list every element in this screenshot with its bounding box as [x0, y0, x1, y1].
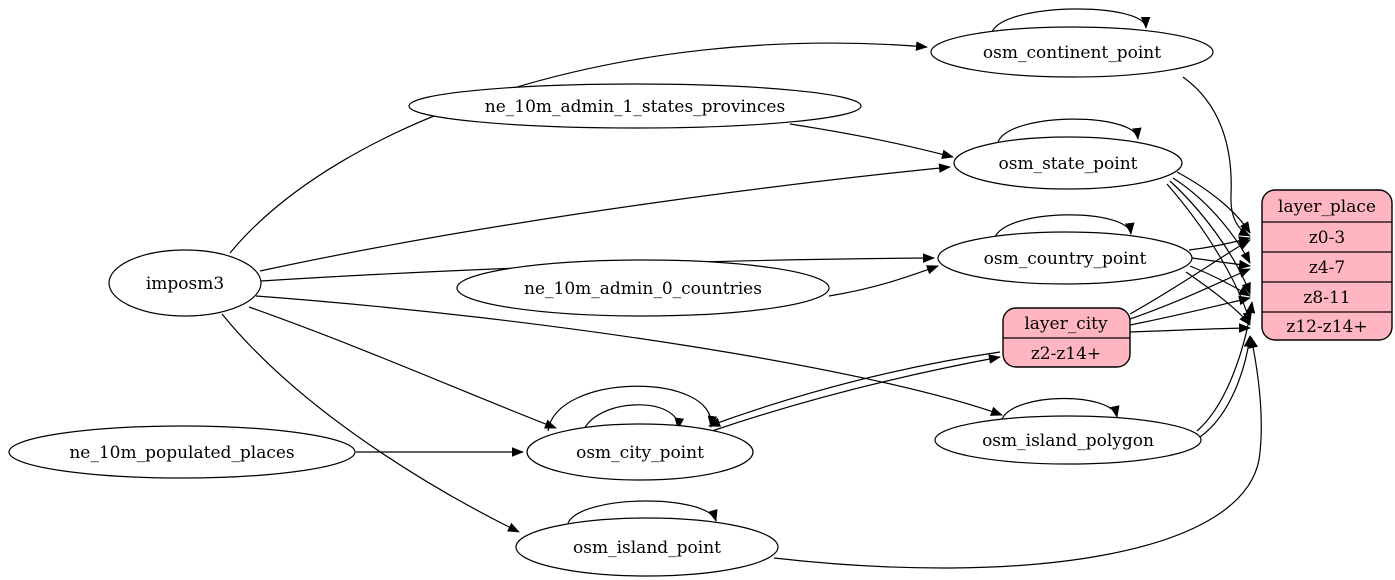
node-imposm3: imposm3 [108, 249, 262, 317]
node-osm_state_point: osm_state_point [953, 136, 1183, 190]
edge-osm_state_point-layer_place-z4-7 [1172, 177, 1251, 264]
ne_10m_populated_places-ellipse [8, 425, 356, 479]
edge-ne_10m_admin_0_countries-osm_country_point [828, 265, 939, 297]
osm_island_polygon-ellipse [934, 415, 1202, 465]
self-loop-osm_island_point [567, 500, 718, 524]
osm_state_point-ellipse [953, 136, 1183, 190]
edge-osm_island_polygon-layer_place-z12-z14 [1199, 335, 1254, 438]
osm_country_point-ellipse [937, 231, 1193, 285]
ne_10m_admin_0_countries-label: ne_10m_admin_0_countries [524, 279, 762, 299]
edge-osm_country_point-layer_place-z8-11 [1189, 265, 1251, 297]
node-ne_10m_admin_0_countries: ne_10m_admin_0_countries [456, 259, 830, 317]
node-osm_country_point: osm_country_point [937, 231, 1193, 285]
node-osm_island_point: osm_island_point [515, 517, 779, 577]
edge-osm_island_point-layer_place-z12-z14 [773, 336, 1262, 569]
edge-osm_country_point-layer_place-z12-z14 [1185, 271, 1251, 326]
osm_island_point-ellipse [515, 517, 779, 577]
edge-layer_city-osm_city_point [708, 351, 1001, 427]
edge-layer_city-layer_place-z12-z14 [1129, 323, 1251, 333]
osm_island_polygon-label: osm_island_polygon [982, 431, 1154, 451]
edge-imposm3-osm_continent_point [229, 41, 928, 254]
edge-osm_state_point-layer_place-z0-3 [1176, 171, 1251, 234]
self-loop-osm_country_point [994, 214, 1135, 238]
osm_country_point-label: osm_country_point [984, 249, 1147, 269]
edge-osm_continent_point-layer_place-z0-3 [1182, 76, 1251, 237]
edge-layer_city-layer_place-z8-11 [1129, 295, 1251, 326]
imposm3-ellipse [108, 249, 262, 317]
edge-osm_state_point-layer_place-z8-11 [1169, 180, 1251, 295]
imposm3-label: imposm3 [146, 274, 224, 294]
layer_city-title: layer_city [1024, 314, 1108, 334]
osm_state_point-label: osm_state_point [999, 154, 1138, 174]
ne_10m_admin_1_states_provinces-label: ne_10m_admin_1_states_provinces [485, 97, 785, 117]
self-loop-osm_island_polygon [1001, 397, 1120, 420]
edge-osm_city_point-layer_city [711, 354, 1001, 432]
edge-imposm3-osm_state_point [259, 163, 951, 272]
osm_continent_point-label: osm_continent_point [983, 43, 1161, 63]
osm_city_point-label: osm_city_point [576, 443, 704, 463]
self-loop-osm_continent_point [991, 8, 1151, 33]
edge-imposm3-osm_city_point [248, 306, 557, 429]
edge-layer_city-layer_place-z4-7 [1129, 268, 1251, 320]
record-layer_city: layer_city z2-z14+ [1002, 307, 1131, 368]
self-loop-osm_city_point-outer [547, 385, 718, 432]
osm_city_point-ellipse [526, 423, 754, 481]
node-osm_city_point: osm_city_point [526, 423, 754, 481]
layer_place-box [1261, 189, 1393, 341]
edge-osm_country_point-layer_place-z0-3 [1188, 236, 1251, 251]
self-loop-osm_city_point-inner [581, 404, 685, 435]
edge-imposm3-osm_island_point [221, 313, 520, 533]
edge-osm_country_point-layer_place-z4-7 [1191, 257, 1251, 270]
edge-layer_city-layer_place-z0-3 [1129, 239, 1251, 315]
self-loop-osm_state_point [997, 118, 1142, 143]
layer_place-title: layer_place [1278, 197, 1376, 217]
layer_city-row-z2-z14: z2-z14+ [1031, 344, 1101, 364]
edge-osm_island_polygon-layer_place-z8-11 [1196, 301, 1256, 432]
edge-ne_10m_admin_1_states_provinces-osm_state_point [789, 123, 954, 159]
node-ne_10m_admin_1_states_provinces: ne_10m_admin_1_states_provinces [408, 83, 862, 129]
layer_place-row-z4-7: z4-7 [1309, 258, 1345, 278]
ne_10m_admin_0_countries-ellipse [456, 259, 830, 317]
ne_10m_populated_places-label: ne_10m_populated_places [69, 443, 294, 463]
layer_place-row-z0-3: z0-3 [1309, 228, 1345, 248]
ne_10m_admin_1_states_provinces-ellipse [408, 83, 862, 129]
edge-layer [221, 8, 1262, 569]
layer_place-row-z8-11: z8-11 [1303, 288, 1350, 308]
node-osm_island_polygon: osm_island_polygon [934, 415, 1202, 465]
osm_continent_point-ellipse [930, 26, 1214, 78]
node-osm_continent_point: osm_continent_point [930, 26, 1214, 78]
osm_island_point-label: osm_island_point [573, 538, 721, 558]
record-layer_place: layer_place z0-3 z4-7 z8-11 z12-z14+ [1261, 189, 1393, 341]
edge-imposm3-osm_island_polygon [255, 295, 1003, 416]
node-ne_10m_populated_places: ne_10m_populated_places [8, 425, 356, 479]
layer_place-row-z12-z14: z12-z14+ [1286, 317, 1367, 337]
